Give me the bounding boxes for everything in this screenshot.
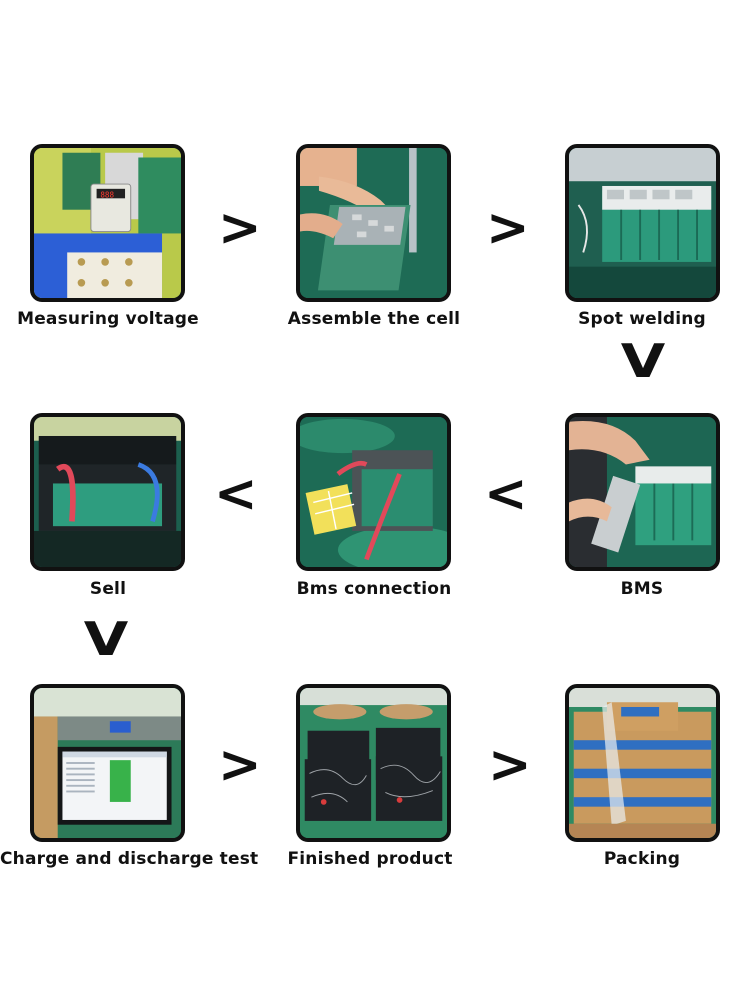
svg-text:888: 888 <box>100 190 114 199</box>
step-label-bms-connection: Bms connection <box>296 579 452 599</box>
photo-assemble-the-cell <box>296 144 451 302</box>
step-label-assemble-the-cell: Assemble the cell <box>287 309 461 329</box>
step-label-measuring-voltage: Measuring voltage <box>17 309 199 329</box>
arrow-right-icon: > <box>488 735 532 795</box>
step-label-charge-and-discharge-test: Charge and discharge test <box>0 849 259 869</box>
arrow-down-icon: V <box>83 612 129 666</box>
photo-finished-product <box>296 684 451 842</box>
step-label-spot-welding: Spot welding <box>578 309 706 329</box>
arrow-down-icon: V <box>620 334 666 388</box>
step-label-packing: Packing <box>603 849 681 869</box>
photo-spot-welding <box>565 144 720 302</box>
photo-measuring-voltage: 888 <box>30 144 185 302</box>
step-label-bms: BMS <box>620 579 664 599</box>
photo-charge-and-discharge-test <box>30 684 185 842</box>
photo-bms <box>565 413 720 571</box>
arrow-right-icon: > <box>486 198 530 258</box>
arrow-left-icon: < <box>214 464 258 524</box>
step-label-finished-product: Finished product <box>287 849 453 869</box>
arrow-right-icon: > <box>218 198 262 258</box>
arrow-left-icon: < <box>484 464 528 524</box>
photo-sell <box>30 413 185 571</box>
photo-bms-connection <box>296 413 451 571</box>
step-label-sell: Sell <box>89 579 127 599</box>
photo-packing <box>565 684 720 842</box>
arrow-right-icon: > <box>218 735 262 795</box>
